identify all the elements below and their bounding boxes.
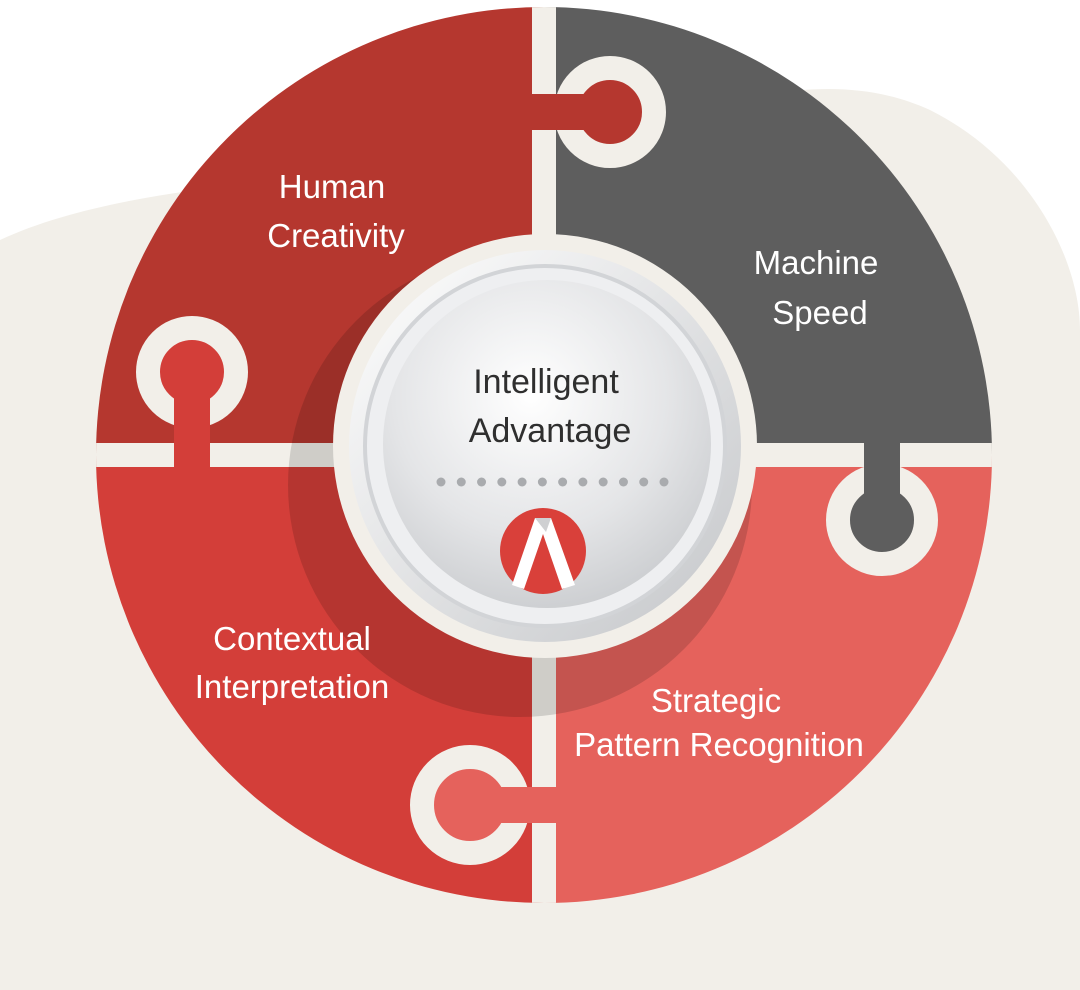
divider-dot xyxy=(598,477,608,487)
label-strategic-pattern-1: Strategic xyxy=(651,682,781,719)
divider-dot xyxy=(477,477,487,487)
a-logo-icon xyxy=(500,508,586,594)
divider-dot xyxy=(659,477,669,487)
label-strategic-pattern-2: Pattern Recognition xyxy=(574,726,864,763)
label-machine-speed-1: Machine xyxy=(754,244,879,281)
knob-left xyxy=(136,316,248,467)
center-title-line2: Advantage xyxy=(469,412,632,450)
divider-dot xyxy=(456,477,466,487)
knob-bottom xyxy=(410,745,556,865)
dotted-divider xyxy=(436,477,669,487)
divider-dot xyxy=(517,477,527,487)
knob-right xyxy=(826,440,938,576)
label-contextual-interpretation-1: Contextual xyxy=(213,620,371,657)
label-machine-speed-2: Speed xyxy=(772,294,867,331)
knob-top xyxy=(530,56,666,168)
center-title-line1: Intelligent xyxy=(473,363,619,401)
divider-dot xyxy=(497,477,507,487)
divider-dot xyxy=(639,477,649,487)
label-human-creativity-2: Creativity xyxy=(267,217,405,254)
divider-dot xyxy=(537,477,547,487)
label-human-creativity-1: Human xyxy=(279,168,385,205)
label-contextual-interpretation-2: Interpretation xyxy=(195,668,389,705)
divider-dot xyxy=(558,477,568,487)
divider-dot xyxy=(618,477,628,487)
center-face xyxy=(383,280,711,608)
divider-dot xyxy=(578,477,588,487)
divider-dot xyxy=(436,477,446,487)
